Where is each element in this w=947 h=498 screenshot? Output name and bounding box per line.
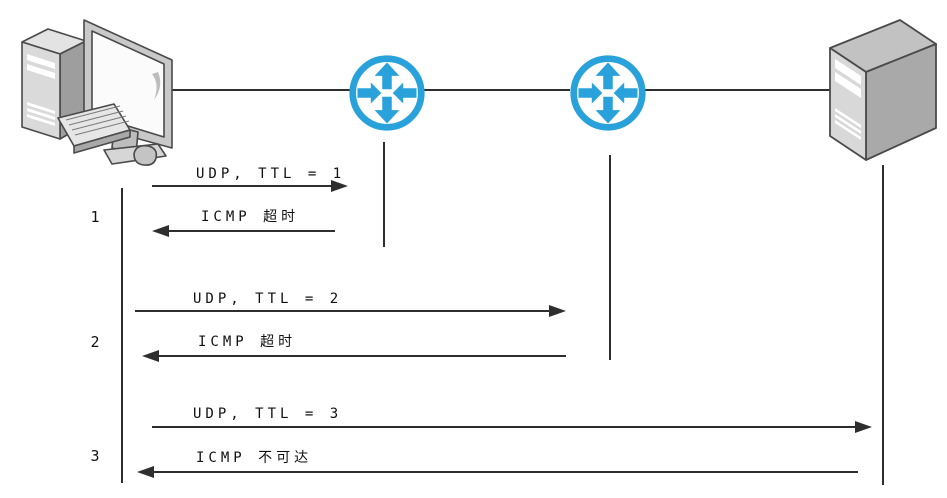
link-host-router1: [168, 89, 350, 91]
host-lifeline: [121, 188, 123, 483]
icmp-message-1-label: ICMP 超时: [201, 209, 300, 225]
server-lifeline: [882, 165, 884, 485]
router-icon: [349, 55, 425, 131]
arrow-right-icon: [549, 305, 566, 317]
arrow-left-icon: [142, 350, 159, 362]
arrow-left-icon: [137, 466, 154, 478]
router-icon: [570, 55, 646, 131]
server-icon: [829, 19, 937, 161]
router2-lifeline: [609, 155, 611, 360]
arrow-right-icon: [855, 421, 872, 433]
desktop-computer-icon: [21, 19, 173, 166]
step-number-1: 1: [90, 208, 100, 226]
router1-lifeline: [383, 142, 385, 247]
link-router1-router2: [424, 89, 570, 91]
step-number-3: 3: [90, 447, 100, 465]
arrow-right-icon: [331, 180, 348, 192]
link-router2-server: [645, 89, 831, 91]
arrow-left-icon: [152, 225, 169, 237]
udp-message-2-label: UDP, TTL = 2: [193, 291, 343, 307]
icmp-message-3-label: ICMP 不可达: [196, 450, 313, 466]
udp-message-1-label: UDP, TTL = 1: [196, 166, 346, 182]
icmp-message-2-label: ICMP 超时: [198, 334, 297, 350]
udp-message-3-label: UDP, TTL = 3: [193, 406, 343, 422]
step-number-2: 2: [90, 333, 100, 351]
